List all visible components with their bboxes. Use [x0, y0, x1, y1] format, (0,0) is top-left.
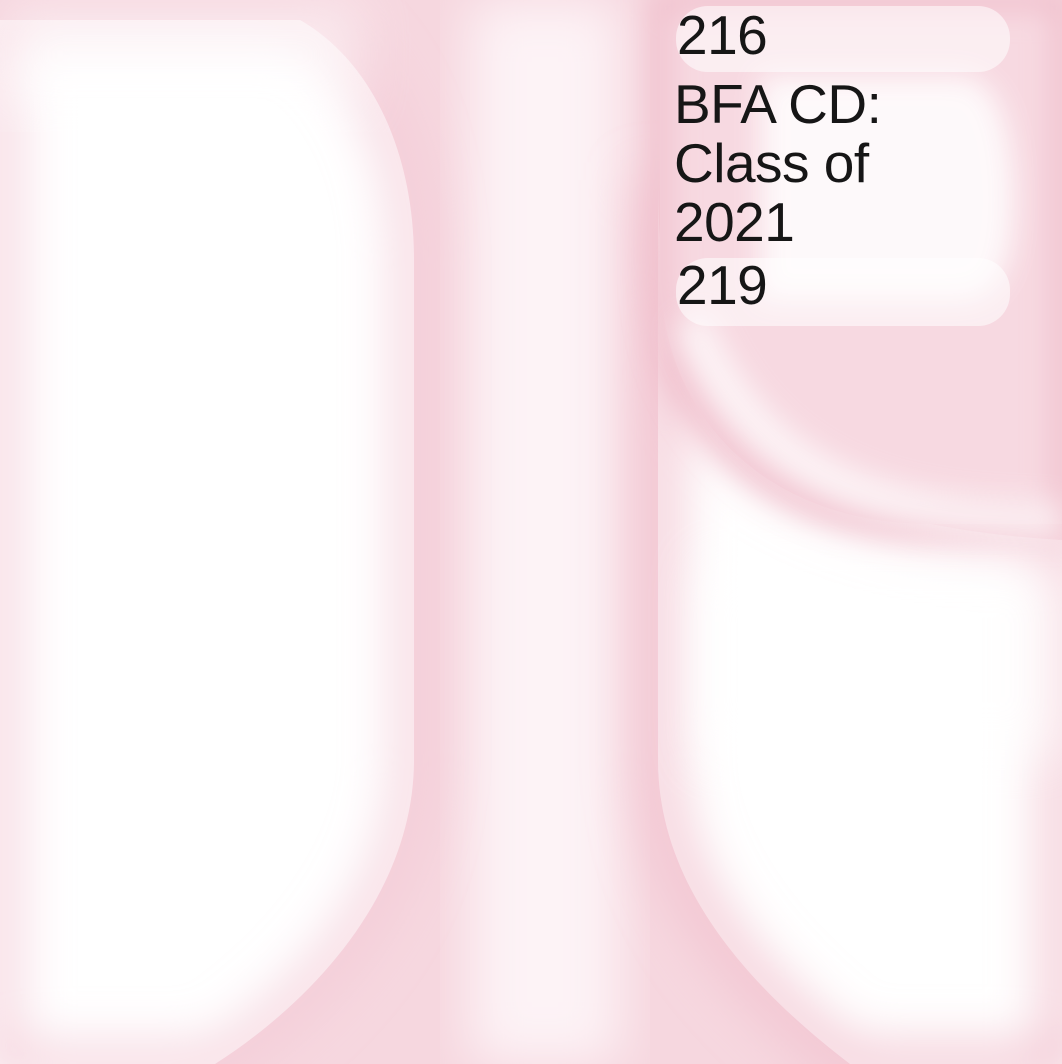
- upper-right-capsule: [760, 75, 1014, 300]
- page-number: 216: [677, 4, 768, 66]
- left-arch-shape: [0, 20, 414, 1064]
- page-number-highlight: [676, 6, 1010, 72]
- page-number: 219: [677, 254, 768, 316]
- page-number-highlight: [676, 258, 1010, 326]
- section-title: BFA CD: Class of 2021: [674, 73, 882, 253]
- text-block: 216 BFA CD: Class of 2021 219: [674, 6, 974, 315]
- glow-column: [470, 0, 620, 1064]
